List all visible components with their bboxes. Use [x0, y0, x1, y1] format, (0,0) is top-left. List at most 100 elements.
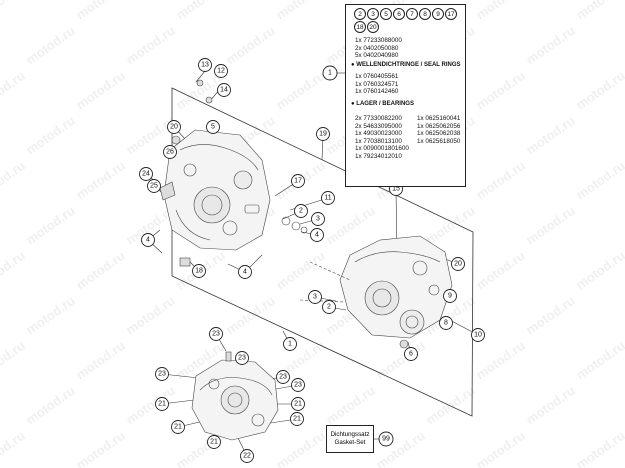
callout-label: 10	[474, 332, 482, 339]
callout-10: 10	[471, 328, 485, 342]
callout-label: 21	[210, 439, 218, 446]
callout-label: 21	[294, 401, 302, 408]
callout-9: 9	[443, 289, 457, 303]
callout-label: 22	[243, 453, 251, 460]
legend-ref-3: 3	[367, 8, 379, 20]
watermark-text: motod.ru	[0, 158, 28, 203]
bearing-right-1: 1x 0625160041	[417, 115, 461, 122]
gasket-callout-label: 99	[382, 436, 390, 443]
callout-2: 2	[322, 300, 336, 314]
watermark-text: motod.ru	[323, 383, 378, 428]
watermark-text: motod.ru	[573, 68, 625, 113]
callout-23: 23	[209, 327, 223, 341]
watermark-text: motod.ru	[423, 383, 478, 428]
callout-label: 26	[166, 149, 174, 156]
callout-21: 21	[291, 397, 305, 411]
legend-ref-7: 7	[406, 8, 418, 20]
callout-label: 1	[288, 341, 292, 348]
callout-21: 21	[171, 420, 185, 434]
watermark-text: motod.ru	[0, 338, 28, 383]
watermark-text: motod.ru	[273, 248, 328, 293]
callout-label: 21	[158, 401, 166, 408]
watermark-text: motod.ru	[573, 428, 625, 468]
watermark-text: motod.ru	[123, 383, 178, 428]
legend-parts-block: 1x 77233088000 2x 0402050080 5x 04020409…	[355, 37, 402, 60]
callout-3: 3	[311, 212, 325, 226]
watermark-text: motod.ru	[223, 23, 278, 68]
legend-part-3: 5x 0402040980	[355, 52, 399, 60]
watermark-text: motod.ru	[73, 0, 128, 22]
callout-6: 6	[404, 347, 418, 361]
callout-label: 24	[142, 171, 150, 178]
legend-ref-6: 6	[393, 8, 405, 20]
watermark-text: motod.ru	[473, 68, 528, 113]
callout-26: 26	[163, 145, 177, 159]
bearing-col-right: 1x 0625160041 1x 0625062056 1x 062506203…	[417, 115, 460, 145]
watermark-text: motod.ru	[23, 23, 78, 68]
legend-ref-9: 9	[432, 8, 444, 20]
callout-24: 24	[139, 167, 153, 181]
watermark-text: motod.ru	[523, 383, 578, 428]
watermark-text: motod.ru	[23, 383, 78, 428]
callout-21: 21	[155, 397, 169, 411]
right-crankcase-drawing	[299, 235, 453, 349]
callout-label: 20	[170, 124, 178, 131]
seal-ring-2: 1x 0760324571	[355, 80, 399, 88]
watermark-text: motod.ru	[473, 428, 528, 468]
callout-label: 2	[299, 208, 303, 215]
watermark-text: motod.ru	[423, 203, 478, 248]
callout-label: 23	[158, 371, 166, 378]
watermark-text: motod.ru	[73, 338, 128, 383]
bearing-left-6: 1x 79234012010	[355, 152, 402, 160]
callout-2: 2	[294, 204, 308, 218]
legend-part-1: 1x 77233088000	[355, 37, 402, 44]
callout-label: 4	[146, 237, 150, 244]
seal-ring-block: 1x 0760405561 1x 0760324571 1x 076014246…	[355, 73, 398, 96]
callout-22: 22	[240, 449, 254, 463]
seal-ring-3: 1x 0760142460	[355, 88, 399, 96]
callout-label: 21	[174, 424, 182, 431]
bearing-col-left: 2x 77330082200 2x 54633095000 1x 4903002…	[355, 115, 409, 161]
legend-part-2: 2x 0402050080	[355, 44, 399, 52]
legend-ref-18: 18	[354, 21, 366, 33]
bearing-header: ● LAGER / BEARINGS	[351, 101, 414, 107]
bearing-left-3: 1x 49030023000	[355, 130, 402, 138]
legend-callout-label: 1	[328, 70, 332, 77]
seal-ring-1: 1x 0760405561	[355, 73, 399, 80]
watermark-text: motod.ru	[473, 338, 528, 383]
callout-20: 20	[167, 120, 181, 134]
callout-label: 13	[201, 62, 209, 69]
watermark-text: motod.ru	[573, 338, 625, 383]
gasket-label-de: Dichtungssatz	[330, 431, 370, 438]
bearing-left-4: 1x 77038013100	[355, 137, 402, 145]
callout-label: 18	[195, 268, 203, 275]
callout-23: 23	[291, 378, 305, 392]
callout-label: 11	[324, 195, 331, 202]
legend-ref-2: 2	[354, 8, 366, 20]
watermark-text: motod.ru	[523, 113, 578, 158]
callout-label: 5	[211, 124, 215, 131]
callout-11: 11	[321, 191, 335, 205]
callout-1: 1	[283, 337, 297, 351]
watermark-text: motod.ru	[73, 158, 128, 203]
callout-label: 12	[217, 68, 225, 75]
watermark-text: motod.ru	[573, 0, 625, 22]
left-crankcase-drawing	[159, 79, 308, 267]
watermark-text: motod.ru	[73, 68, 128, 113]
watermark-text: motod.ru	[23, 203, 78, 248]
watermark-text: motod.ru	[173, 0, 228, 22]
watermark-text: motod.ru	[73, 428, 128, 468]
callout-label: 23	[279, 374, 287, 381]
callout-14: 14	[217, 83, 231, 97]
watermark-text: motod.ru	[0, 68, 28, 113]
callout-13: 13	[198, 58, 212, 72]
callout-label: 23	[212, 331, 220, 338]
callout-23: 23	[276, 370, 290, 384]
callout-label: 2	[327, 304, 331, 311]
callout-label: 19	[319, 131, 327, 138]
callout-19: 19	[316, 127, 330, 141]
callout-21: 21	[290, 412, 304, 426]
callout-4: 4	[238, 265, 252, 279]
gasket-callout: 99	[378, 431, 394, 447]
